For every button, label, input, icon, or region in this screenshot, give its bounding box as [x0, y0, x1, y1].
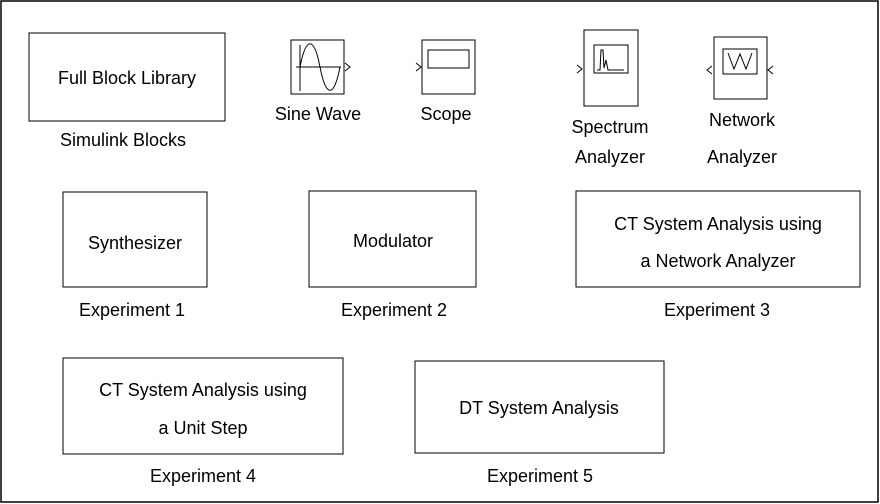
experiment-2-caption: Experiment 2: [341, 300, 447, 320]
experiment-1-caption: Experiment 1: [79, 300, 185, 320]
experiment-2-text: Modulator: [353, 231, 433, 251]
spectrum-icon: [593, 44, 629, 74]
spectrum-analyzer-caption-line2: Analyzer: [575, 147, 645, 167]
spectrum-analyzer-block[interactable]: [576, 29, 639, 107]
experiment-1-box: [62, 191, 208, 288]
full-block-library-box: [28, 32, 226, 122]
experiment-3-text-line2: a Network Analyzer: [640, 251, 795, 271]
network-analyzer-caption-line2: Analyzer: [707, 147, 777, 167]
network-icon: [722, 48, 758, 75]
experiment-2-box: [308, 190, 477, 288]
spectrum-analyzer-input-port: [576, 64, 583, 74]
network-analyzer-right-port: [767, 65, 774, 75]
experiment-4-block[interactable]: CT System Analysis using a Unit Step: [62, 357, 344, 455]
experiment-3-block[interactable]: CT System Analysis using a Network Analy…: [575, 190, 861, 288]
experiment-2-block[interactable]: Modulator: [308, 190, 477, 288]
experiment-3-caption: Experiment 3: [664, 300, 770, 320]
scope-icon: [427, 49, 470, 69]
sine-wave-output-port: [344, 62, 351, 72]
experiment-1-text: Synthesizer: [88, 233, 182, 253]
experiment-3-box: [575, 190, 861, 288]
sine-wave-block[interactable]: [290, 39, 351, 95]
experiment-5-text: DT System Analysis: [459, 398, 619, 418]
experiment-3-text-line1: CT System Analysis using: [614, 214, 822, 234]
experiment-5-block[interactable]: DT System Analysis: [414, 360, 665, 454]
scope-input-port: [415, 62, 422, 72]
scope-block[interactable]: [415, 39, 476, 95]
experiment-4-box: [62, 357, 344, 455]
simulink-blocks-caption: Simulink Blocks: [60, 130, 186, 150]
sine-wave-caption: Sine Wave: [275, 104, 361, 124]
experiment-4-caption: Experiment 4: [150, 466, 256, 486]
spectrum-analyzer-caption-line1: Spectrum: [571, 117, 648, 137]
experiment-5-box: [414, 360, 665, 454]
full-block-library-text: Full Block Library: [58, 68, 196, 88]
network-analyzer-block[interactable]: [706, 36, 774, 100]
experiment-4-text-line2: a Unit Step: [158, 418, 247, 438]
experiment-4-text-line1: CT System Analysis using: [99, 380, 307, 400]
sine-wave-icon: [296, 43, 341, 91]
experiment-5-caption: Experiment 5: [487, 466, 593, 486]
network-analyzer-left-port: [706, 65, 713, 75]
scope-caption: Scope: [420, 104, 471, 124]
experiment-1-block[interactable]: Synthesizer: [62, 191, 208, 288]
network-analyzer-caption-line1: Network: [709, 110, 776, 130]
full-block-library-block[interactable]: Full Block Library: [28, 32, 226, 122]
